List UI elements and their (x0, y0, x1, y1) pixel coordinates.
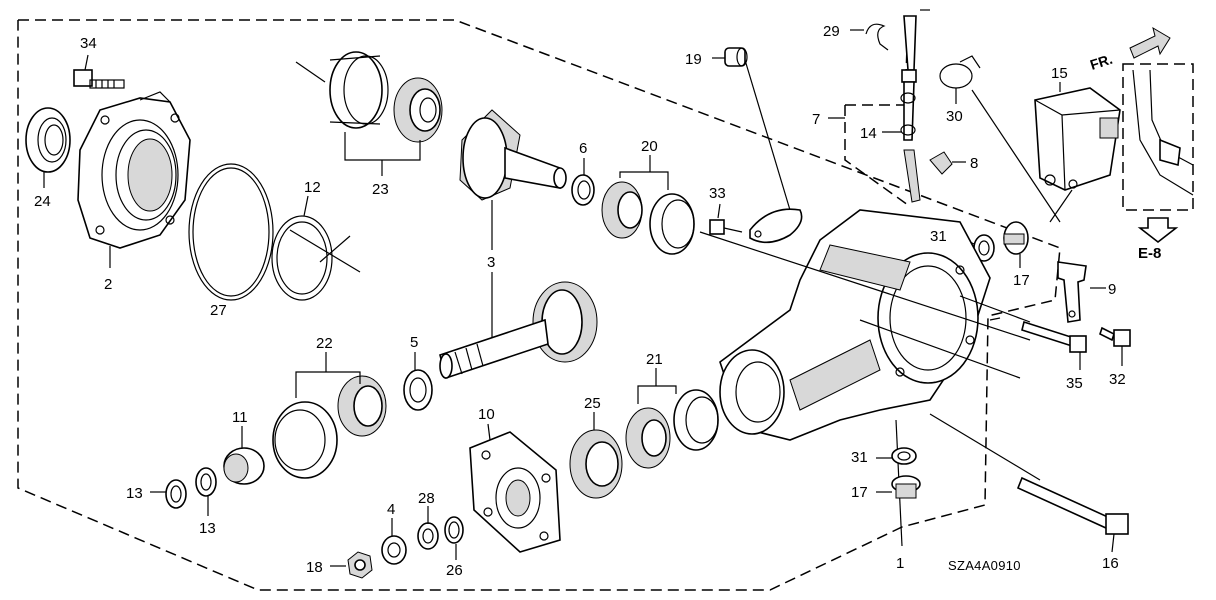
label-part-29: 29 (823, 23, 840, 40)
pinion-gear-3 (459, 109, 567, 340)
assembly-boundary (17, 19, 1061, 591)
cap-19 (712, 47, 791, 211)
leader-line-b (859, 319, 1021, 379)
label-part-21: 21 (646, 351, 663, 368)
shim-12 (271, 195, 361, 301)
label-part-25: 25 (584, 395, 601, 412)
bearing-set-22 (272, 352, 387, 479)
bearing-25 (569, 412, 623, 499)
rear-cover-2 (77, 91, 191, 268)
label-part-5: 5 (410, 334, 418, 351)
label-part-17-lower: 17 (851, 484, 868, 501)
label-part-22: 22 (316, 335, 333, 352)
label-part-9: 9 (1108, 281, 1116, 298)
clamp-30 (939, 55, 1061, 223)
bearing-set-20 (601, 155, 695, 255)
label-part-30: 30 (946, 108, 963, 125)
label-part-10: 10 (478, 406, 495, 423)
washer-5 (403, 352, 433, 411)
washer-31-lower (876, 447, 917, 465)
washer-6 (571, 158, 595, 206)
oil-seal-24 (25, 107, 71, 188)
control-unit-15 (1034, 82, 1121, 223)
front-direction-arrow (1129, 26, 1171, 59)
leader-line-d (929, 413, 1041, 481)
label-part-11: 11 (232, 409, 248, 426)
label-part-8: 8 (970, 155, 978, 172)
reference-section-label: E-8 (1138, 245, 1161, 262)
bolt-16 (1016, 476, 1129, 553)
label-part-27: 27 (210, 302, 227, 319)
label-part-3: 3 (487, 254, 495, 271)
diagram-reference-code: SZA4A0910 (948, 558, 1021, 573)
label-part-2: 2 (104, 276, 112, 293)
collar-11 (223, 426, 265, 485)
washer-28 (417, 506, 439, 550)
label-part-33: 33 (709, 185, 726, 202)
inset-box (1122, 63, 1194, 211)
bearing-set-23 (295, 51, 443, 176)
reference-arrow (1137, 217, 1179, 244)
front-direction-label: FR. (1088, 51, 1114, 73)
ring-26 (444, 516, 464, 560)
breather-hose-14 (882, 9, 930, 203)
ring-gear-shaft (439, 281, 598, 380)
main-housing-1 (719, 209, 1001, 547)
label-part-4: 4 (387, 501, 395, 518)
flange-10 (469, 423, 561, 553)
sensor-group-boundary (844, 105, 909, 206)
label-part-26: 26 (446, 562, 463, 579)
label-part-20: 20 (641, 138, 658, 155)
label-part-13-b: 13 (199, 520, 216, 537)
bearing-set-21 (625, 368, 719, 469)
bolt-33 (709, 203, 803, 244)
label-part-13-a: 13 (126, 485, 143, 502)
label-part-31-upper: 31 (930, 228, 947, 245)
label-part-28: 28 (418, 490, 435, 507)
sensor-group-boundary-2 (845, 17, 909, 106)
label-part-15: 15 (1051, 65, 1068, 82)
washer-4 (381, 518, 407, 565)
bolt-35 (1021, 320, 1087, 370)
bolt-32 (1099, 326, 1131, 366)
clip-8 (929, 151, 966, 175)
clip-29 (850, 23, 889, 51)
washer-13-b (195, 467, 217, 516)
label-part-19: 19 (685, 51, 702, 68)
label-part-6: 6 (579, 140, 587, 157)
label-part-1: 1 (896, 555, 904, 572)
bracket-9 (1057, 261, 1106, 323)
label-part-7: 7 (812, 111, 820, 128)
o-ring-27 (188, 163, 274, 301)
bolt-34 (73, 54, 125, 89)
label-part-31-lower: 31 (851, 449, 868, 466)
washer-13-a (150, 479, 187, 509)
label-part-14: 14 (860, 125, 877, 142)
label-part-32: 32 (1109, 371, 1126, 388)
label-part-23: 23 (372, 181, 389, 198)
label-part-18: 18 (306, 559, 323, 576)
nut-18 (330, 551, 373, 579)
label-part-35: 35 (1066, 375, 1083, 392)
label-part-12: 12 (304, 179, 321, 196)
plug-17-lower (876, 475, 921, 499)
label-part-16: 16 (1102, 555, 1119, 572)
leader-line-c (959, 295, 1031, 323)
plug-17-upper (1003, 221, 1029, 268)
part-number-labels: 34 24 2 27 12 23 3 6 20 19 29 7 14 30 8 … (34, 23, 1126, 579)
label-part-17-upper: 17 (1013, 272, 1030, 289)
leader-line-a (699, 231, 1031, 341)
label-part-24: 24 (34, 193, 51, 210)
label-part-34: 34 (80, 35, 97, 52)
